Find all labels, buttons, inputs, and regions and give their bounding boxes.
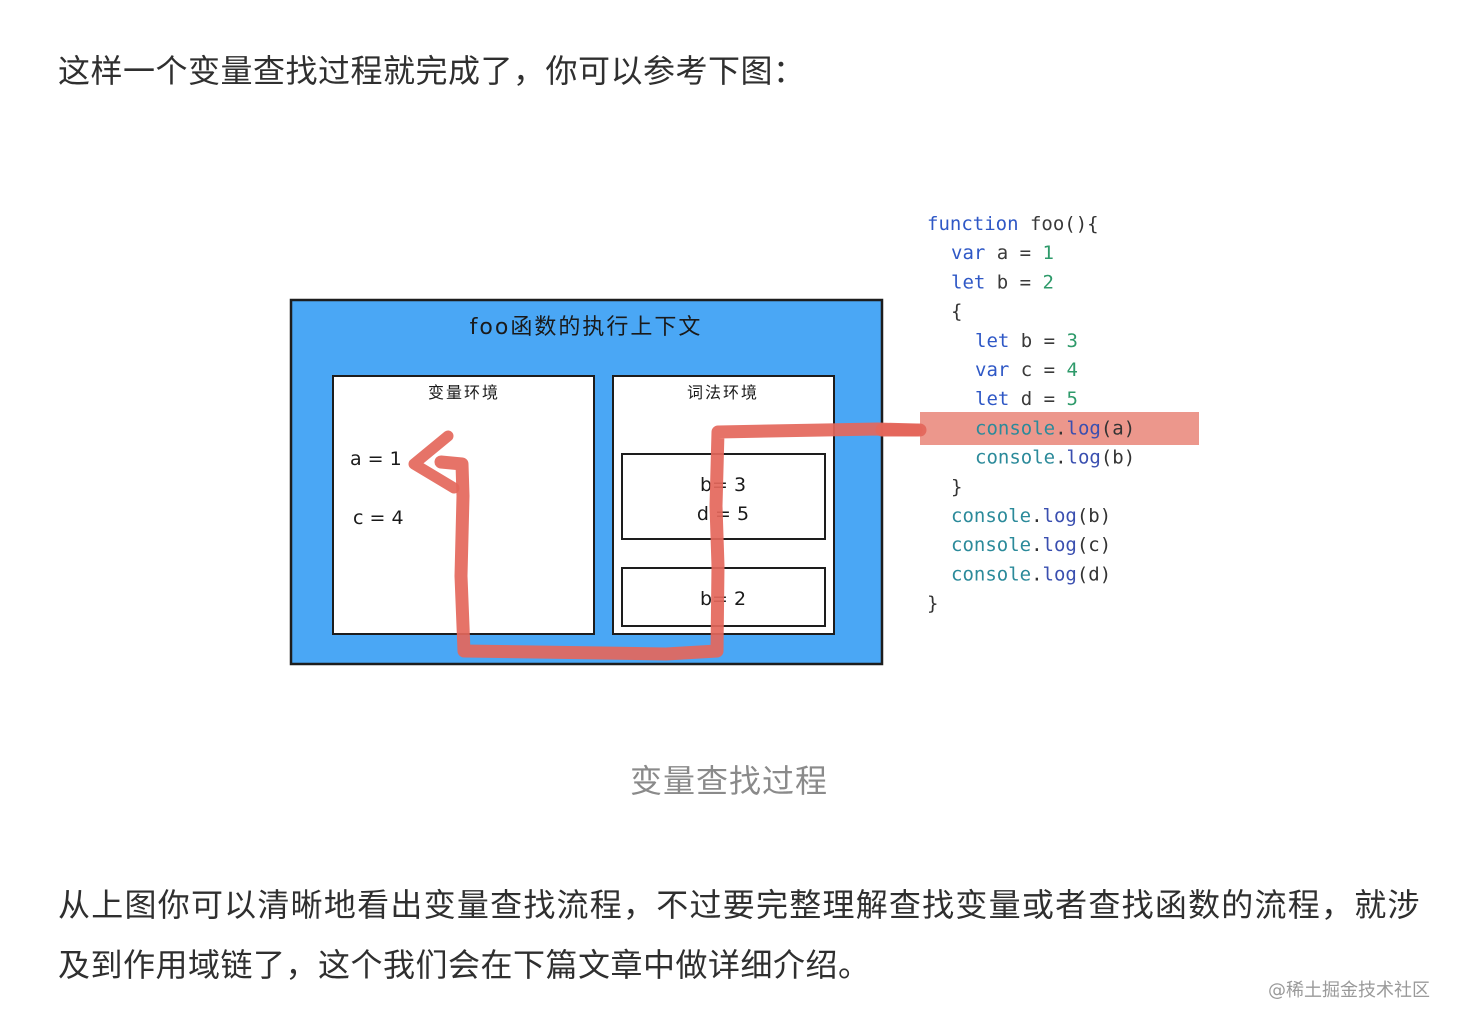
intro-paragraph: 这样一个变量查找过程就完成了，你可以参考下图： [58, 52, 806, 90]
code-token: log [1067, 447, 1101, 469]
code-line: console.log(d) [951, 563, 1111, 585]
code-token: } [951, 476, 962, 498]
code-token: 1 [1043, 242, 1054, 264]
code-token: log [1043, 534, 1077, 556]
code-token: (c) [1077, 534, 1111, 556]
code-line: { [951, 301, 962, 323]
code-line: var a = 1 [951, 242, 1054, 264]
code-line: console.log(b) [951, 505, 1111, 527]
code-token: let [951, 271, 985, 293]
code-token: . [1031, 534, 1042, 556]
lookup-arrowhead [408, 430, 460, 494]
code-line: function foo(){ [927, 213, 1099, 235]
code-token: b = [1009, 330, 1066, 352]
code-token: c = [1009, 359, 1066, 381]
code-token: . [1031, 505, 1042, 527]
code-token: 2 [1043, 271, 1054, 293]
code-line: console.log(b) [975, 447, 1135, 469]
code-token: log [1067, 417, 1101, 439]
execution-context-title: foo函数的执行上下文 [470, 315, 703, 340]
code-line: let d = 5 [975, 388, 1078, 410]
code-token: foo [1019, 213, 1065, 235]
code-token: 4 [1067, 359, 1078, 381]
code-token: (a) [1101, 417, 1135, 439]
code-token: console [975, 417, 1055, 439]
code-token: log [1043, 505, 1077, 527]
code-line: } [951, 476, 962, 498]
variable-environment-title: 变量环境 [428, 383, 500, 402]
code-token: (b) [1101, 447, 1135, 469]
figure-caption: 变量查找过程 [629, 762, 828, 800]
code-token: console [975, 447, 1055, 469]
code-token: function [927, 213, 1019, 235]
code-token: (b) [1077, 505, 1111, 527]
code-token: console [951, 505, 1031, 527]
code-token: 5 [1067, 388, 1078, 410]
code-token: } [927, 593, 938, 615]
code-token: { [951, 301, 962, 323]
site-watermark: @稀土掘金技术社区 [1268, 980, 1430, 1001]
code-token: b = [985, 271, 1042, 293]
code-line: var c = 4 [975, 359, 1078, 381]
code-token: (){ [1064, 213, 1098, 235]
code-token: let [975, 330, 1009, 352]
outro-paragraph: 从上图你可以清晰地看出变量查找流程，不过要完整理解查找变量或者查找函数的流程，就… [58, 886, 1420, 984]
variable-entry-c: c = 4 [353, 507, 404, 529]
code-token: (d) [1077, 563, 1111, 585]
lookup-path [434, 422, 923, 661]
code-token: . [1055, 417, 1066, 439]
variable-entry-a: a = 1 [350, 448, 402, 470]
highlighted-code-line [920, 412, 1199, 445]
code-line-highlighted: console.log(a) [975, 417, 1135, 439]
code-line: let b = 2 [951, 271, 1054, 293]
scope-lookup-diagram: foo函数的执行上下文 变量环境 a = 1 c = 4 词法环境 b= 3 d… [289, 213, 1199, 666]
code-token: . [1055, 447, 1066, 469]
code-token: var [975, 359, 1009, 381]
code-token: console [951, 534, 1031, 556]
code-line: console.log(c) [951, 534, 1111, 556]
code-token: d = [1009, 388, 1066, 410]
code-block: function foo(){ var a = 1 let b = 2 { let b … [927, 213, 1135, 615]
code-token: let [975, 388, 1009, 410]
code-line: } [927, 593, 938, 615]
code-token: . [1031, 563, 1042, 585]
code-token: log [1043, 563, 1077, 585]
code-token: var [951, 242, 985, 264]
code-token: 3 [1067, 330, 1078, 352]
code-token: a = [985, 242, 1042, 264]
block-scope-box [621, 453, 826, 540]
code-token: console [951, 563, 1031, 585]
code-line: let b = 3 [975, 330, 1078, 352]
scope-lookup-figure: foo函数的执行上下文 变量环境 a = 1 c = 4 词法环境 b= 3 d… [286, 196, 1206, 676]
lexical-environment-title: 词法环境 [687, 383, 759, 402]
